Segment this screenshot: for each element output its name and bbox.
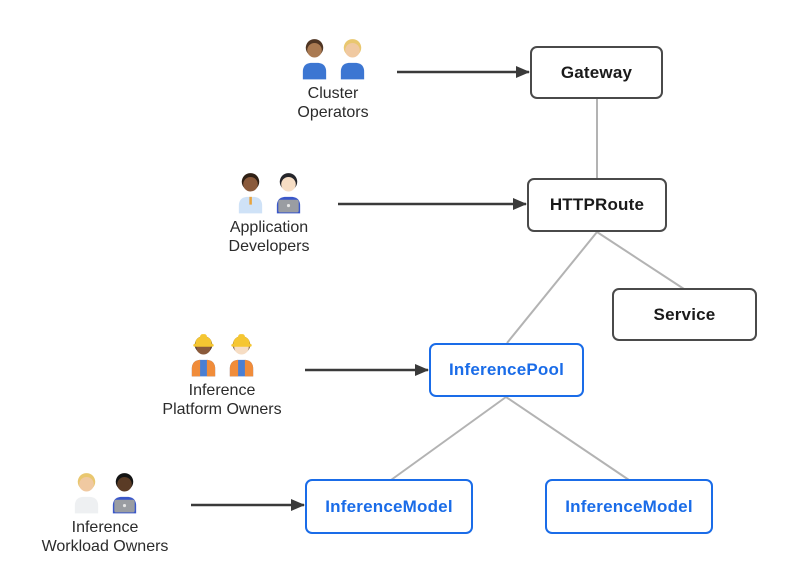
persona-label-line: Operators [297, 104, 369, 121]
man-technologist-emoji [108, 469, 141, 515]
persona-inference-platform-owners: Inference Platform Owners [142, 330, 302, 419]
woman-construction-worker-emoji [187, 332, 220, 378]
woman-technologist-emoji [272, 169, 305, 215]
application-developers-emoji-group [189, 167, 349, 215]
node-inferencemodel-left: InferenceModel [305, 479, 473, 534]
persona-label-line: Inference [188, 382, 256, 399]
edge-inferencepool-inferencemodel-right [505, 396, 630, 481]
inference-platform-owners-emoji-group [142, 330, 302, 378]
man-office-worker-emoji [234, 169, 267, 215]
edge-inferencepool-inferencemodel-left [390, 396, 507, 481]
persona-cluster-operators: Cluster Operators [253, 33, 413, 122]
persona-cluster-operators-label: Cluster Operators [253, 84, 413, 122]
node-gateway-label: Gateway [560, 62, 633, 82]
woman-mechanic-emoji [336, 35, 369, 81]
node-service-label: Service [653, 304, 716, 324]
persona-inference-workload-owners: Inference Workload Owners [25, 467, 185, 556]
edge-httproute-service [596, 231, 685, 290]
node-inferencepool-label: InferencePool [448, 360, 565, 379]
persona-label-line: Workload Owners [41, 538, 169, 555]
persona-inference-platform-owners-label: Inference Platform Owners [142, 381, 302, 419]
node-httproute: HTTPRoute [527, 178, 667, 232]
node-inferencemodel-right: InferenceModel [545, 479, 713, 534]
node-gateway: Gateway [530, 46, 663, 99]
persona-label-line: Platform Owners [162, 401, 282, 418]
node-inferencemodel-left-label: InferenceModel [325, 496, 453, 516]
inference-workload-owners-emoji-group [25, 467, 185, 515]
persona-application-developers-label: Application Developers [189, 218, 349, 256]
persona-label-line: Cluster [307, 85, 359, 102]
persona-application-developers: Application Developers [189, 167, 349, 256]
node-inferencepool: InferencePool [429, 343, 584, 397]
cluster-operators-emoji-group [253, 33, 413, 81]
edge-httproute-inferencepool [506, 231, 598, 344]
node-service: Service [612, 288, 757, 341]
persona-label-line: Inference [71, 519, 139, 536]
man-construction-worker-emoji [225, 332, 258, 378]
node-httproute-label: HTTPRoute [549, 195, 645, 214]
persona-label-line: Developers [228, 238, 310, 255]
persona-label-line: Application [229, 219, 309, 236]
persona-inference-workload-owners-label: Inference Workload Owners [25, 518, 185, 556]
man-mechanic-emoji [298, 35, 331, 81]
health-worker-emoji [70, 469, 103, 515]
node-inferencemodel-right-label: InferenceModel [565, 496, 693, 516]
